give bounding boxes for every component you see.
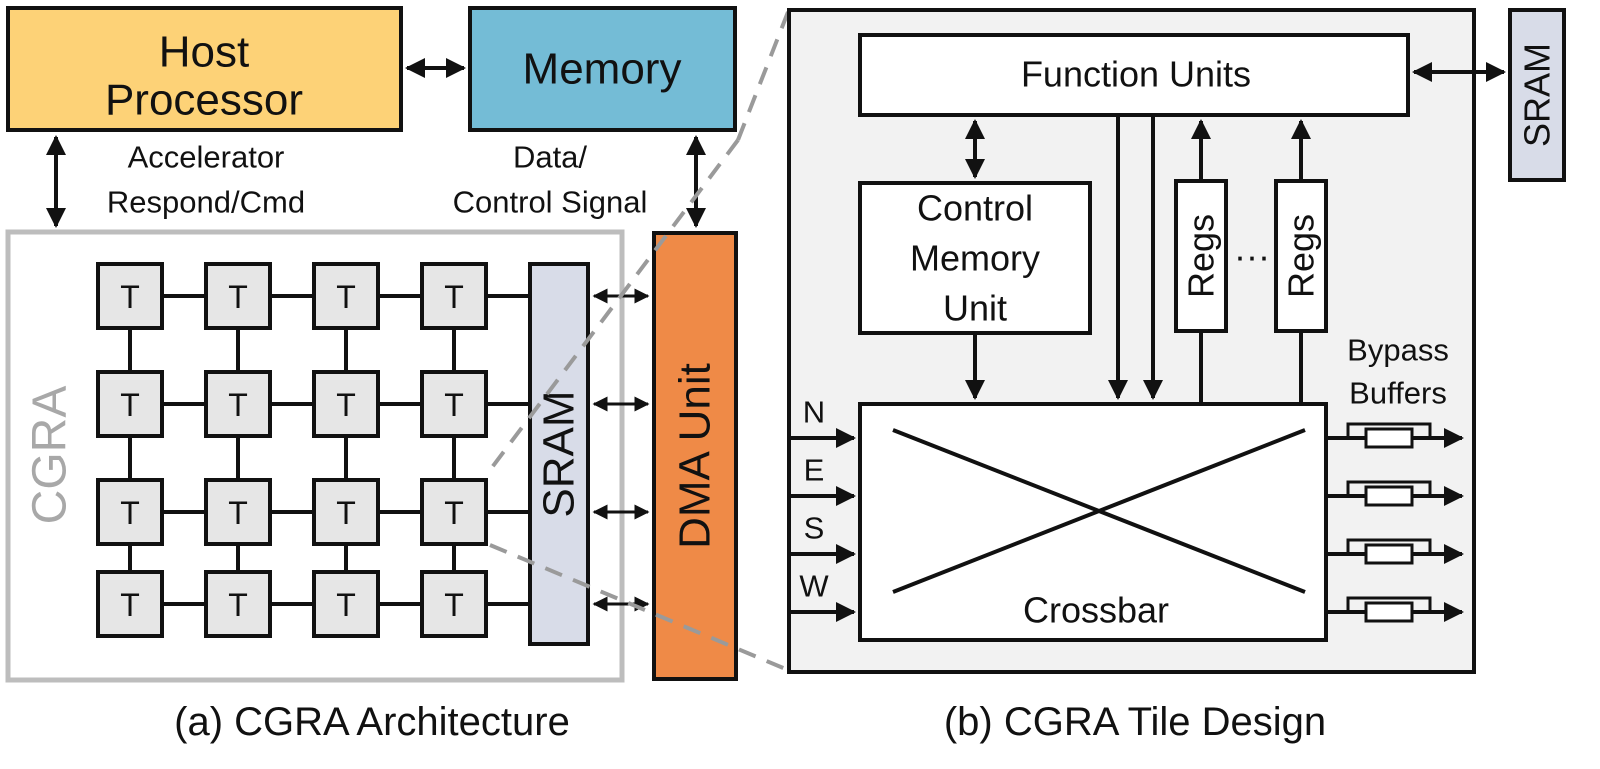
crossbar-block: Crossbar (858, 402, 1328, 642)
tile-1-3: T (420, 370, 488, 438)
regs-label-2: Regs (1281, 214, 1322, 298)
regs-ellipsis: ··· (1234, 236, 1270, 277)
cmu-label-line2: Memory (910, 238, 1040, 279)
tile-label: T (120, 587, 140, 623)
tile-0-0: T (96, 262, 164, 330)
tile-label: T (444, 279, 464, 315)
dma-unit-block: DMA Unit (652, 231, 738, 681)
tile-grid: T T T T T T T T T T T T T T T T (96, 262, 530, 638)
tile-0-3: T (420, 262, 488, 330)
tile-2-0: T (96, 478, 164, 546)
port-n-label: N (803, 395, 825, 430)
host-processor-block: Host Processor (6, 6, 403, 132)
tile-label: T (228, 387, 248, 423)
bypass-label-line1: Bypass (1347, 333, 1449, 368)
cmu-label-line3: Unit (943, 288, 1007, 329)
host-label-line2: Processor (105, 76, 303, 125)
bypass-buffer-0 (1326, 422, 1464, 449)
accel-label-line1: Accelerator (128, 140, 285, 175)
control-memory-unit-block: Control Memory Unit (858, 181, 1092, 335)
cgra-sram-block: SRAM (528, 262, 590, 646)
regs-block-2: Regs (1274, 179, 1328, 333)
tile-label: T (228, 587, 248, 623)
tile-3-0: T (96, 570, 164, 638)
caption-right: (b) CGRA Tile Design (944, 700, 1326, 744)
cgra-sram-label: SRAM (535, 390, 584, 517)
regs-label-1: Regs (1181, 214, 1222, 298)
tile-sram-block: SRAM (1508, 8, 1566, 182)
port-s-label: S (804, 511, 825, 546)
tile-1-0: T (96, 370, 164, 438)
tile-3-3: T (420, 570, 488, 638)
tile-sram-label: SRAM (1517, 43, 1558, 147)
tile-label: T (444, 587, 464, 623)
tile-label: T (228, 279, 248, 315)
caption-left: (a) CGRA Architecture (174, 700, 570, 744)
function-units-block: Function Units (858, 33, 1410, 117)
tile-label: T (120, 387, 140, 423)
zoom-line-top-inner (488, 138, 740, 472)
tile-0-1: T (204, 262, 272, 330)
tile-label: T (336, 587, 356, 623)
tile-label: T (444, 387, 464, 423)
bypass-buffer-3 (1326, 596, 1464, 623)
bypass-buffer-2 (1326, 538, 1464, 565)
tile-0-2: T (312, 262, 380, 330)
zoom-line-bottom (489, 543, 789, 672)
host-label-line1: Host (159, 28, 249, 77)
tile-1-1: T (204, 370, 272, 438)
port-e-label: E (804, 453, 825, 488)
tile-2-1: T (204, 478, 272, 546)
crossbar-ports: N E S W (791, 395, 856, 622)
tile-label: T (228, 495, 248, 531)
cmu-label-line1: Control (917, 188, 1033, 229)
bypass-buffer-1 (1326, 480, 1464, 507)
tile-2-3: T (420, 478, 488, 546)
data-label-line1: Data/ (513, 140, 587, 175)
tile-2-2: T (312, 478, 380, 546)
accel-label-line2: Respond/Cmd (107, 185, 305, 220)
tile-3-1: T (204, 570, 272, 638)
tile-label: T (336, 495, 356, 531)
tile-label: T (120, 495, 140, 531)
tile-label: T (336, 279, 356, 315)
bypass-label-line2: Buffers (1349, 376, 1447, 411)
memory-label: Memory (523, 45, 682, 94)
tile-3-2: T (312, 570, 380, 638)
cgra-outline (5, 229, 625, 683)
regs-block-1: Regs (1174, 179, 1228, 333)
bypass-buffers (1326, 422, 1464, 623)
port-w-label: W (799, 569, 829, 604)
zoom-line-top (736, 11, 790, 141)
memory-block: Memory (468, 6, 737, 132)
cgra-label: CGRA (24, 386, 77, 525)
data-label-line2: Control Signal (453, 185, 648, 220)
function-units-label: Function Units (1021, 54, 1251, 95)
tile-label: T (336, 387, 356, 423)
dma-unit-label: DMA Unit (671, 363, 720, 549)
crossbar-label: Crossbar (1023, 590, 1169, 631)
tile-1-2: T (312, 370, 380, 438)
tile-label: T (120, 279, 140, 315)
tile-label: T (444, 495, 464, 531)
